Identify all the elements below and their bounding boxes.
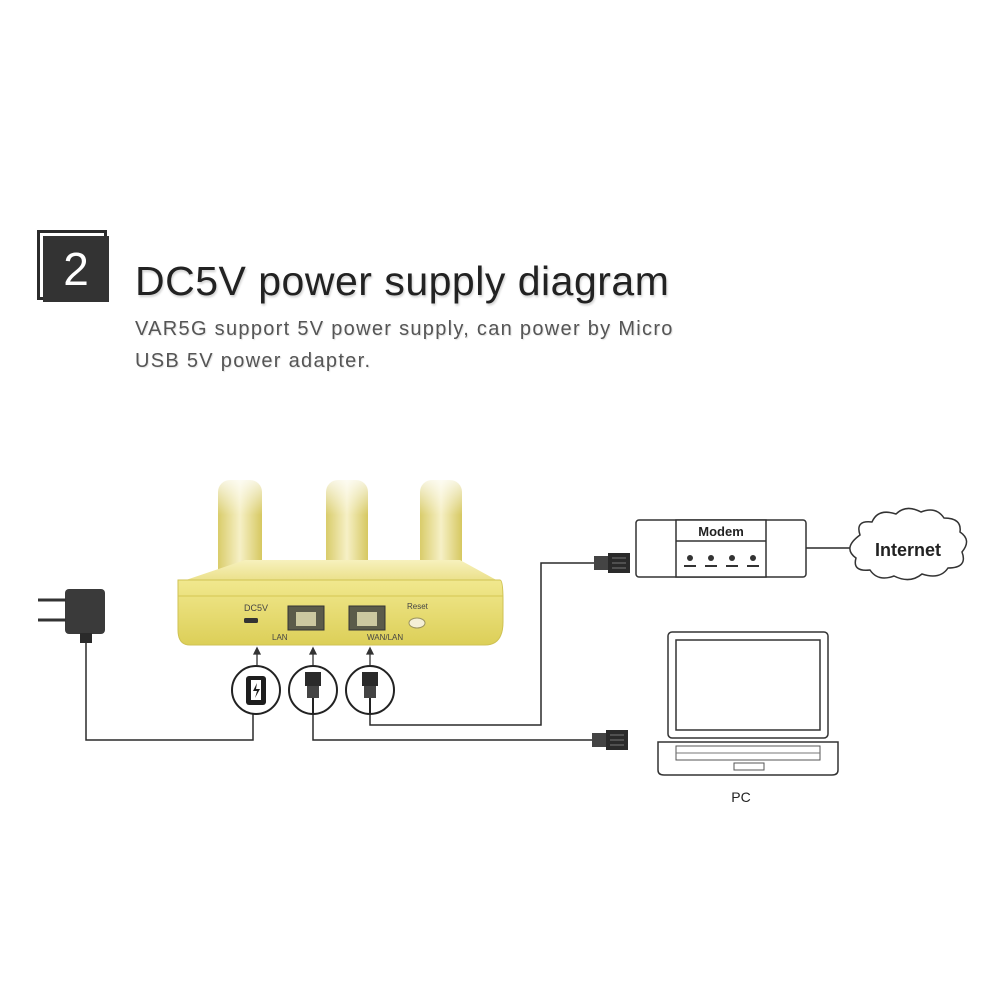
- pc-label: PC: [731, 789, 750, 805]
- port-arrows: [252, 646, 375, 665]
- wires: [85, 547, 850, 741]
- wire-lan-pc: [312, 705, 592, 741]
- page-description: VAR5G support 5V power supply, can power…: [135, 318, 674, 372]
- rj45-plug-modem: [594, 553, 630, 573]
- laptop-icon: PC: [657, 631, 839, 805]
- router-top: [180, 560, 500, 582]
- router: DC5V LAN WAN/LAN Reset: [177, 560, 504, 646]
- modem-label: Modem: [698, 524, 744, 539]
- section-number-badge: 2: [37, 230, 109, 302]
- internet-label: Internet: [875, 540, 941, 560]
- micro-usb-plug-icon: [231, 665, 281, 715]
- lan-port-inner: [296, 612, 316, 626]
- label-lan: LAN: [272, 633, 288, 642]
- label-dc5v: DC5V: [244, 603, 268, 613]
- power-adapter-icon: [38, 589, 105, 643]
- label-wan-lan: WAN/LAN: [367, 633, 403, 642]
- antenna-fade: [200, 470, 480, 515]
- wire-wan-modem: [369, 562, 594, 726]
- modem-icon: Modem: [635, 519, 807, 578]
- label-reset: Reset: [407, 602, 429, 611]
- cloud-icon: Internet: [849, 507, 968, 581]
- rj45-plug-icon-lan: [288, 665, 338, 715]
- rj45-plug-icon-wan: [345, 665, 395, 715]
- reset-button: [408, 617, 426, 629]
- section-number: 2: [43, 236, 109, 302]
- micro-usb-port: [244, 618, 258, 623]
- router-body: [177, 579, 504, 646]
- wire-power: [85, 643, 254, 741]
- page-title: DC5V power supply diagram: [135, 258, 670, 304]
- wan-port-inner: [357, 612, 377, 626]
- rj45-plug-pc: [592, 730, 628, 750]
